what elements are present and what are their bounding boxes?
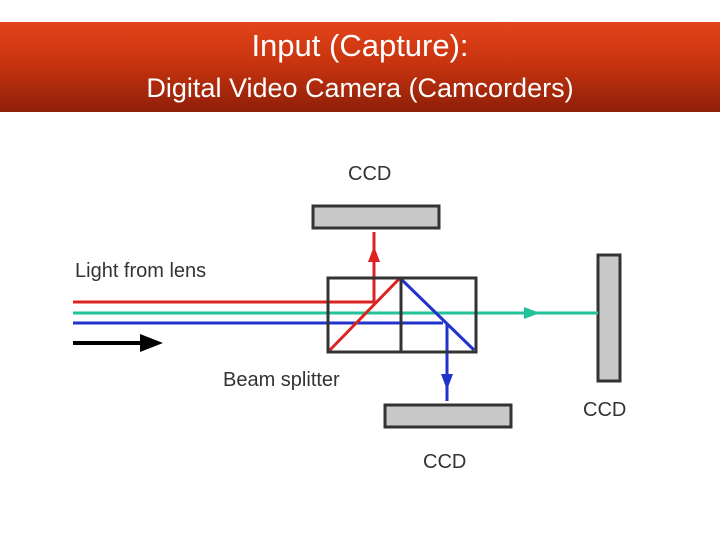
ccd-sensor-top xyxy=(311,204,441,230)
title-bar xyxy=(0,22,720,112)
blue-arrowhead xyxy=(441,374,453,390)
light-from-lens-label: Light from lens xyxy=(75,260,206,282)
red-arrowhead xyxy=(368,246,380,262)
slide-subtitle: Digital Video Camera (Camcorders) xyxy=(146,73,574,103)
green-arrowhead xyxy=(524,307,540,319)
red-beam-diagonal xyxy=(326,276,402,354)
ccd-sensor-bottom xyxy=(383,403,513,429)
ccd-top-label: CCD xyxy=(348,163,391,185)
ccd-right-label: CCD xyxy=(583,399,626,421)
beam-splitter-label: Beam splitter xyxy=(223,369,340,391)
slide-title: Input (Capture): xyxy=(251,28,469,63)
ccd-bottom-label: CCD xyxy=(423,451,466,473)
direction-arrowhead xyxy=(140,334,163,352)
ccd-sensor-right xyxy=(596,253,622,383)
blue-beam-diagonal xyxy=(398,276,476,352)
